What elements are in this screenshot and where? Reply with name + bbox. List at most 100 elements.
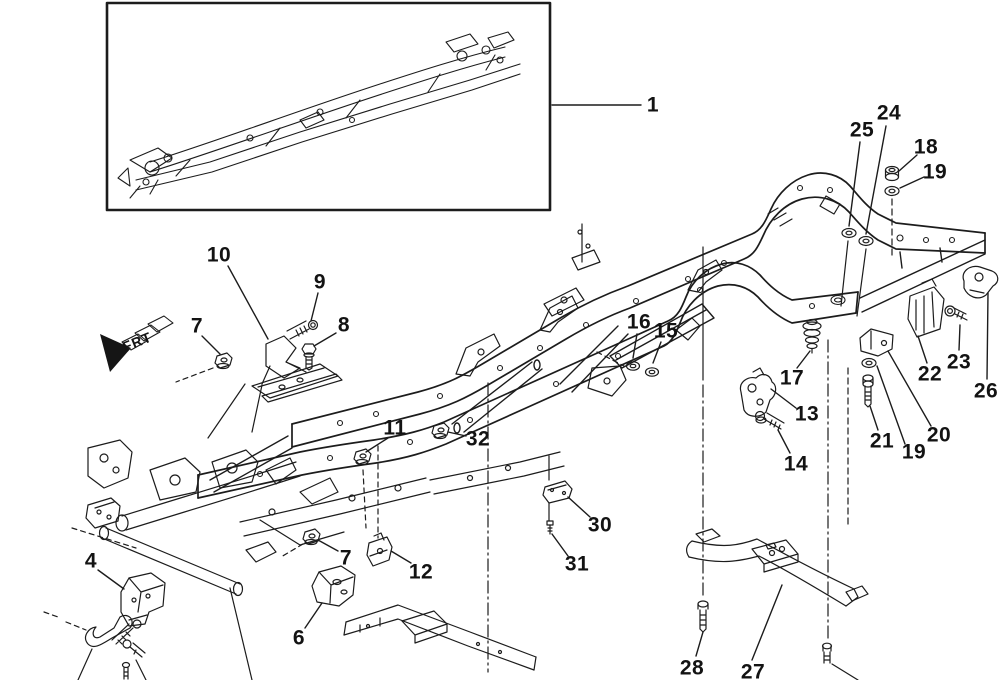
skid-plate	[343, 604, 537, 671]
washer-16	[625, 361, 641, 371]
callout-28-28: 28	[679, 656, 705, 680]
leader-line-32	[447, 431, 467, 437]
leader-line-8	[313, 332, 337, 347]
bolt-31	[546, 520, 554, 535]
callout-30-26: 30	[587, 513, 613, 537]
washer-19-upper	[884, 185, 900, 197]
crossmember-27	[686, 528, 869, 607]
callout-11-20: 11	[383, 416, 407, 440]
frt-label: FRT	[120, 329, 154, 355]
tow-hook	[84, 614, 133, 648]
callout-15-10: 15	[653, 319, 679, 343]
callout-leader-lines	[97, 104, 989, 661]
nut-11	[353, 448, 372, 466]
leader-line-13	[770, 388, 797, 409]
callout-26-16: 26	[973, 379, 999, 403]
bracket-20	[859, 328, 894, 357]
leader-line-25	[848, 141, 861, 227]
leader-line-17	[796, 350, 811, 369]
callout-13-12: 13	[794, 402, 820, 426]
callout-16-9: 16	[626, 310, 652, 334]
callout-7-7: 7	[190, 314, 204, 338]
callout-19-18: 19	[901, 440, 927, 464]
leader-line-26	[986, 292, 989, 380]
leader-line-23	[958, 324, 961, 351]
leader-line-19	[899, 176, 925, 189]
inset-mini-frame	[117, 31, 521, 199]
leader-line-7	[201, 335, 221, 355]
hook-bolts	[111, 619, 146, 680]
leader-line-4	[97, 569, 125, 590]
callout-27-29: 27	[740, 660, 766, 680]
leader-line-6	[304, 602, 323, 629]
nut-18	[884, 165, 900, 182]
callout-18-3: 18	[913, 135, 939, 159]
callout-23-15: 23	[946, 350, 972, 374]
callout-8-8: 8	[337, 313, 351, 337]
callout-17-11: 17	[779, 366, 805, 390]
hardware-parts	[84, 165, 999, 680]
leader-line-27	[751, 584, 783, 661]
bracket-12	[366, 532, 393, 567]
callout-14-13: 14	[783, 452, 809, 476]
assembly-centerlines	[43, 198, 893, 680]
callout-6-24: 6	[292, 626, 306, 650]
leader-line-9	[310, 292, 319, 322]
frt-indicator: FRT	[100, 315, 174, 372]
callout-31-27: 31	[564, 552, 590, 576]
callout-4-25: 4	[84, 549, 98, 573]
leader-line-19	[876, 365, 906, 445]
leader-line-31	[551, 533, 569, 557]
callout-7-22: 7	[339, 546, 353, 570]
bolt-21	[862, 374, 874, 408]
bolt-9	[286, 319, 319, 340]
inset-box	[105, 1, 552, 212]
callout-9-6: 9	[313, 270, 327, 294]
frame-crossmembers	[209, 239, 986, 493]
leader-line-12	[390, 550, 412, 564]
leader-line-30	[567, 496, 591, 518]
callout-21-19: 21	[869, 429, 895, 453]
nut-7-upper	[214, 352, 233, 370]
leader-line-24	[865, 125, 887, 235]
nut-7-lower	[302, 528, 321, 546]
bolt-23	[944, 305, 968, 321]
bracket-13	[739, 367, 777, 417]
mount-4	[120, 572, 166, 627]
leader-line-20	[887, 350, 932, 427]
callout-10-5: 10	[206, 243, 232, 267]
spacer-block	[85, 497, 121, 529]
bumper-17	[802, 318, 822, 354]
washer-19-lower	[861, 357, 877, 369]
frame-near-rail	[197, 261, 859, 499]
bracket-30	[542, 480, 573, 504]
bolt-8	[301, 343, 317, 371]
washer-24	[858, 235, 874, 247]
bracket-22	[907, 278, 945, 338]
callout-25-1: 25	[849, 118, 875, 142]
frt-arrow-icon	[100, 334, 131, 372]
callout-1-0: 1	[646, 93, 660, 117]
bracket-6	[311, 565, 356, 607]
leader-line-22	[917, 335, 928, 364]
leader-line-7	[317, 539, 339, 552]
leader-line-14	[777, 429, 791, 454]
leader-line-18	[898, 154, 918, 172]
leader-line-21	[869, 405, 879, 431]
washer-25	[841, 227, 857, 239]
bracket-10	[251, 335, 343, 403]
callout-32-21: 32	[465, 427, 491, 451]
bolt-28	[697, 600, 709, 633]
leader-line-10	[227, 265, 269, 340]
leader-line-16	[632, 333, 638, 359]
leader-line-15	[652, 341, 662, 364]
bolt-27-right	[821, 642, 833, 664]
callout-12-23: 12	[408, 560, 434, 584]
callout-20-17: 20	[926, 423, 952, 447]
leader-line-11	[365, 437, 389, 453]
washer-15	[644, 367, 660, 377]
callout-22-14: 22	[917, 362, 943, 386]
callout-19-4: 19	[922, 160, 948, 184]
